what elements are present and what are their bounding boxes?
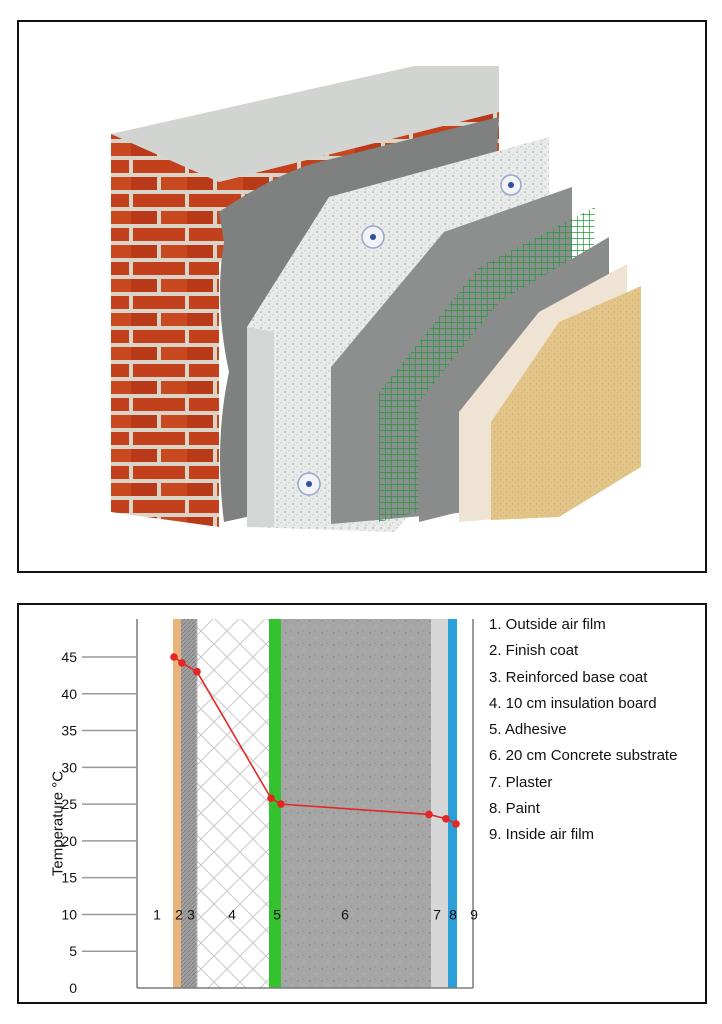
- temperature-point: [425, 810, 433, 819]
- legend-item-4: 4. 10 cm insulation board: [489, 694, 657, 712]
- layer-band-2: [173, 619, 181, 988]
- wall-layers-illustration: [111, 66, 641, 532]
- layer-band-4: [197, 619, 269, 988]
- layer-band-9: [457, 619, 473, 988]
- layer-band-8: [448, 619, 457, 988]
- layer-band-7: [431, 619, 448, 988]
- layer-number-6: 6: [341, 906, 349, 922]
- temperature-point: [170, 653, 178, 661]
- anchor-center-icon: [508, 182, 514, 188]
- y-tick-label-5: 5: [69, 943, 77, 959]
- legend-item-1: 1. Outside air film: [489, 616, 606, 633]
- layer-number-2: 2: [175, 906, 183, 922]
- anchor-center-icon: [370, 234, 376, 240]
- anchor-center-icon: [306, 481, 312, 487]
- legend-item-7: 7. Plaster: [489, 773, 553, 791]
- temperature-point: [178, 659, 186, 667]
- temperature-point: [442, 815, 450, 823]
- layer-number-9: 9: [470, 906, 478, 922]
- layer-band-1: [137, 619, 173, 988]
- temperature-point: [267, 794, 275, 803]
- temperature-point: [277, 800, 285, 808]
- y-tick-label-30: 30: [61, 759, 77, 775]
- y-tick-label-45: 45: [61, 649, 77, 665]
- legend-item-2: 2. Finish coat: [489, 642, 579, 660]
- brick-wall: [111, 134, 219, 527]
- y-tick-label-10: 10: [61, 906, 77, 922]
- y-tick-label-35: 35: [61, 723, 77, 739]
- y-tick-label-25: 25: [61, 796, 77, 812]
- layer-number-1: 1: [153, 906, 161, 922]
- layer-number-7: 7: [433, 906, 441, 922]
- legend-item-8: 8. Paint: [489, 800, 540, 818]
- wall-illustration-panel: [17, 20, 707, 573]
- insulation-edge: [247, 327, 274, 527]
- layer-band-6: [281, 619, 431, 988]
- y-tick-label-0: 0: [69, 980, 77, 996]
- legend-item-6: 6. 20 cm Concrete substrate: [489, 747, 678, 765]
- decorative-plaster-layer: [491, 286, 641, 520]
- y-tick-label-15: 15: [61, 870, 77, 886]
- layer-band-5: [269, 619, 281, 988]
- layer-number-4: 4: [228, 906, 236, 922]
- temperature-point: [193, 667, 201, 676]
- legend-item-3: 3. Reinforced base coat: [489, 668, 648, 686]
- legend-item-9: 9. Inside air film: [489, 826, 595, 844]
- y-tick-label-40: 40: [61, 686, 77, 702]
- layer-legend: 1. Outside air film 2. Finish coat 3. Rein…: [489, 615, 677, 852]
- layer-number-3: 3: [187, 906, 195, 922]
- layer-band-3: [181, 619, 197, 988]
- y-tick-label-20: 20: [61, 833, 77, 849]
- layer-number-5: 5: [273, 906, 281, 922]
- layer-number-8: 8: [449, 906, 457, 922]
- temperature-point: [452, 820, 460, 828]
- legend-item-5: 5. Adhesive: [489, 721, 567, 739]
- wall-top: [111, 66, 499, 182]
